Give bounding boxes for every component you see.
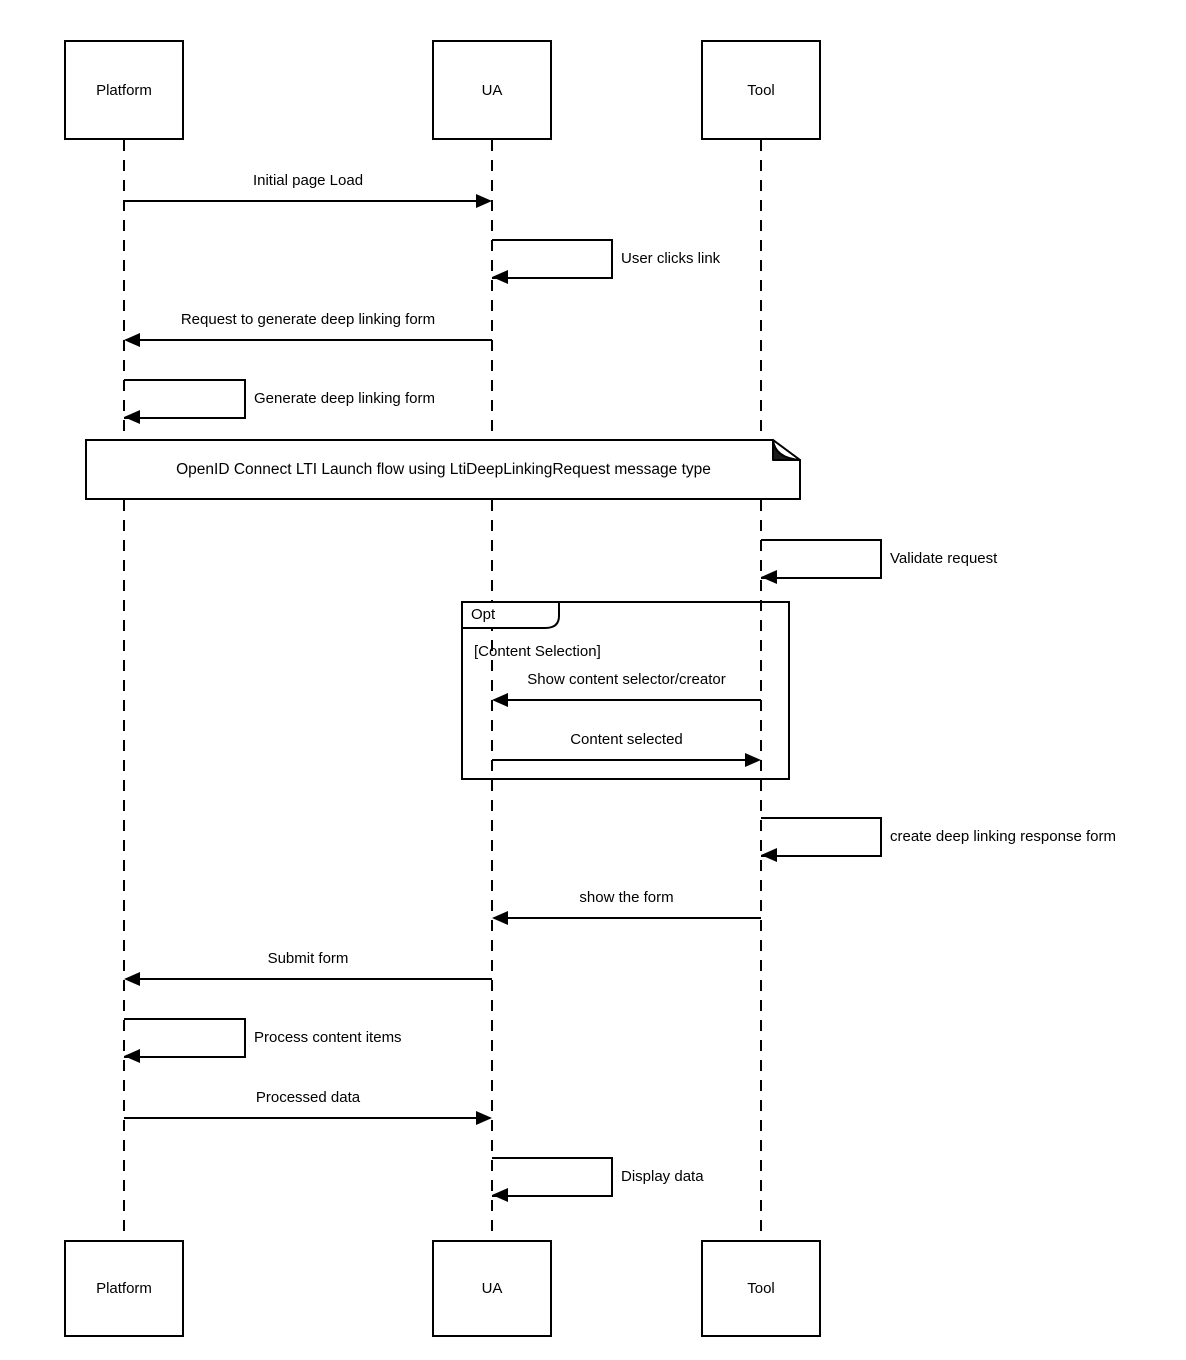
lifeline-platform [123,140,125,1240]
message-label: User clicks link [621,250,721,267]
self-message-box [124,1018,246,1058]
arrowhead-icon [124,972,140,986]
actor-box-tool-bottom: Tool [701,1240,821,1337]
message-line [126,339,492,341]
actor-box-ua-bottom: UA [432,1240,552,1337]
opt-fragment [461,601,790,780]
actor-box-ua-top: UA [432,40,552,140]
arrowhead-icon [476,194,492,208]
message-label: Validate request [890,550,998,567]
actor-label-platform: Platform [96,81,152,99]
note-text: OpenID Connect LTI Launch flow using Lti… [176,460,711,478]
message-label: Show content selector/creator [527,671,726,688]
message-label: Process content items [254,1029,402,1046]
opt-fragment-tab [461,601,560,629]
actor-label-ua: UA [481,1280,503,1297]
message-label: Generate deep linking form [254,390,435,407]
arrowhead-icon [761,570,777,584]
actor-box-tool-top: Tool [701,40,821,140]
message-line [126,978,492,980]
message-label: Submit form [267,950,349,967]
self-message-box [492,239,613,279]
opt-operator-label: Opt [471,606,496,623]
lifeline-ua [491,140,493,1240]
message-label: Display data [621,1168,704,1185]
message-line [124,1117,490,1119]
arrowhead-icon [476,1111,492,1125]
actor-box-platform-bottom: Platform [64,1240,184,1337]
actor-label-tool: Tool [747,1280,775,1297]
arrowhead-icon [492,270,508,284]
opt-guard-label: [Content Selection] [474,643,601,660]
lifeline-tool [760,140,762,1240]
actor-label-tool: Tool [747,81,775,99]
arrowhead-icon [124,1049,140,1063]
arrowhead-icon [492,1188,508,1202]
message-label: Content selected [570,731,683,748]
arrowhead-icon [745,753,761,767]
message-line [492,759,759,761]
message-line [494,699,761,701]
self-message-box [761,817,882,857]
message-line [494,917,761,919]
arrowhead-icon [492,911,508,925]
message-label: Processed data [255,1089,361,1106]
note: OpenID Connect LTI Launch flow using Lti… [85,439,802,500]
arrowhead-icon [492,693,508,707]
self-message-box [492,1157,613,1197]
actor-label-ua: UA [481,81,503,99]
self-message-box [124,379,246,419]
message-line [124,200,490,202]
message-label: Initial page Load [252,172,364,189]
note-shape [85,439,801,500]
self-message-box [761,539,882,579]
arrowhead-icon [124,410,140,424]
arrowhead-icon [124,333,140,347]
message-label: show the form [579,889,674,906]
actor-label-platform: Platform [96,1280,152,1297]
actor-box-platform-top: Platform [64,40,184,140]
arrowhead-icon [761,848,777,862]
message-label: create deep linking response form [890,828,1116,845]
message-label: Request to generate deep linking form [180,311,436,328]
